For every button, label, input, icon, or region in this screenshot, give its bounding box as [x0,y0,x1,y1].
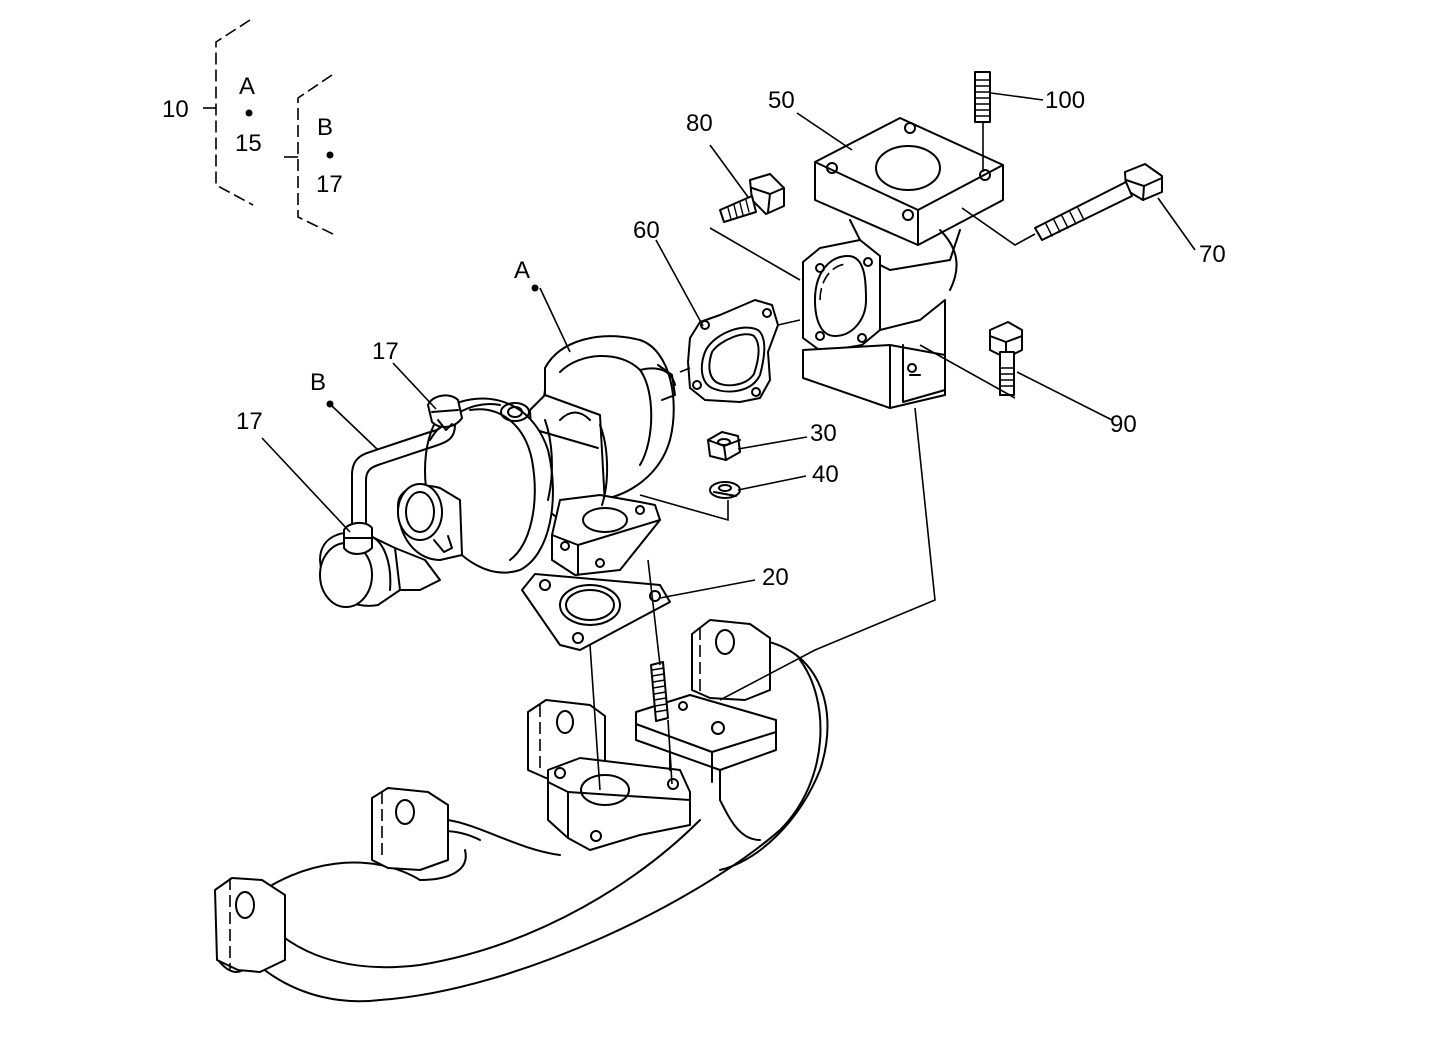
callout-labels: A B 17 17 20 30 40 50 60 70 80 90 100 [236,87,1226,591]
intake-cover [319,529,441,608]
variant-legend: 10 A 15 B 17 [162,19,343,236]
callout-dot-pipe [326,400,334,408]
turbocharger-body [397,335,676,576]
legend-variant-a: A [239,73,255,100]
nut-part-30 [707,431,741,461]
callout-gasket-upper: 60 [633,217,660,244]
callout-turbo-variant: A [514,257,530,284]
bolt-part-80 [719,173,785,223]
callout-clamp-lower: 17 [236,408,263,435]
legend-dot-a [245,109,253,117]
callout-stud: 100 [1045,87,1085,114]
callout-bolt-long: 70 [1199,241,1226,268]
legend-variant-b: B [317,114,333,141]
callout-dot-turbo [531,284,539,292]
gasket-part-60 [687,299,779,403]
hose-part-b [343,394,463,555]
callout-pipe-variant: B [310,369,326,396]
callout-elbow: 50 [768,87,795,114]
bolt-part-70 [1034,163,1163,241]
callout-nut: 30 [810,420,837,447]
callout-bolt-bracket: 90 [1110,411,1137,438]
stud-lower [650,661,669,722]
elbow-outlet-part-50 [802,117,1004,409]
callout-clamp-upper: 17 [372,338,399,365]
legend-part-b: 17 [316,171,343,198]
washer-part-40 [709,481,741,499]
callout-bolt-short: 80 [686,110,713,137]
callout-gasket-lower: 20 [762,564,789,591]
stud-part-100 [974,71,991,123]
assembly-lines [589,122,1036,791]
legend-dot-b [326,151,334,159]
legend-group-number: 10 [162,96,189,123]
exhaust-manifold [214,619,829,1003]
bolt-part-90 [989,321,1023,396]
legend-part-a: 15 [235,130,262,157]
callout-washer: 40 [812,461,839,488]
callout-leaders [261,92,1196,599]
gasket-part-20 [521,573,671,651]
